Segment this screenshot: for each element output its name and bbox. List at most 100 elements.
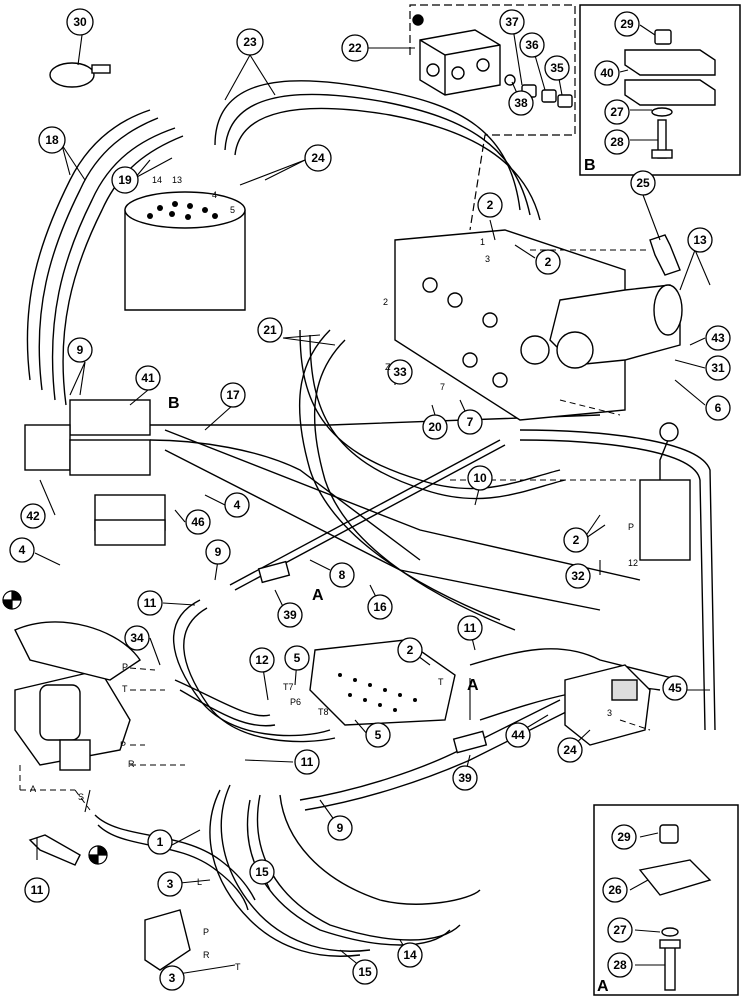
callout-1: 1: [147, 829, 173, 855]
svg-text:44: 44: [511, 728, 525, 742]
callout-13: 13: [687, 227, 713, 253]
svg-text:T: T: [235, 962, 241, 972]
reference-symbols: [2, 590, 108, 865]
svg-text:28: 28: [610, 135, 624, 149]
svg-text:T: T: [438, 677, 444, 687]
callout-11-d: 11: [24, 877, 50, 903]
svg-text:6: 6: [715, 401, 722, 415]
svg-text:12: 12: [628, 558, 638, 568]
svg-text:43: 43: [711, 331, 725, 345]
svg-text:P: P: [120, 740, 126, 750]
callout-29-a: 29: [611, 824, 637, 850]
callout-39-top: 39: [277, 602, 303, 628]
svg-text:1: 1: [480, 237, 485, 247]
svg-text:3: 3: [607, 708, 612, 718]
svg-text:Z: Z: [385, 362, 391, 372]
svg-text:5: 5: [375, 728, 382, 742]
svg-text:T: T: [122, 684, 128, 694]
svg-text:7: 7: [467, 415, 474, 429]
svg-text:16: 16: [373, 600, 387, 614]
svg-text:3: 3: [167, 877, 174, 891]
callout-45: 45: [662, 675, 688, 701]
callout-27-b: 27: [604, 99, 630, 125]
callout-8: 8: [329, 562, 355, 588]
ref-letter-b: B: [168, 395, 180, 412]
svg-text:2: 2: [545, 255, 552, 269]
svg-text:34: 34: [130, 631, 144, 645]
callout-35: 35: [544, 55, 570, 81]
callout-6: 6: [705, 395, 731, 421]
svg-text:4: 4: [19, 543, 26, 557]
svg-text:18: 18: [45, 133, 59, 147]
svg-text:5: 5: [294, 651, 301, 665]
ref-letter-a-mid: A: [312, 587, 324, 604]
svg-text:2: 2: [487, 198, 494, 212]
callout-15-low: 15: [352, 959, 378, 985]
svg-text:35: 35: [550, 61, 564, 75]
svg-text:9: 9: [215, 545, 222, 559]
svg-text:27: 27: [610, 105, 624, 119]
callout-4-left: 4: [9, 537, 35, 563]
callout-24-low: 24: [557, 737, 583, 763]
callout-10: 10: [467, 465, 493, 491]
svg-text:9: 9: [337, 821, 344, 835]
valve-block-dashed-frame: [409, 4, 576, 231]
callout-46: 46: [185, 509, 211, 535]
callout-29-b: 29: [614, 11, 640, 37]
svg-text:14: 14: [403, 948, 417, 962]
callout-37: 37: [499, 9, 525, 35]
svg-text:25: 25: [636, 176, 650, 190]
callout-15-top: 15: [249, 859, 275, 885]
svg-text:38: 38: [514, 96, 528, 110]
svg-text:27: 27: [613, 923, 627, 937]
svg-text:39: 39: [283, 608, 297, 622]
svg-text:P: P: [203, 927, 209, 937]
callout-21: 21: [257, 317, 283, 343]
svg-text:39: 39: [458, 771, 472, 785]
callout-7: 7: [457, 409, 483, 435]
svg-text:24: 24: [311, 151, 325, 165]
svg-text:32: 32: [571, 569, 585, 583]
svg-text:23: 23: [243, 35, 257, 49]
svg-text:T8: T8: [318, 707, 329, 717]
callout-11-a: 11: [137, 590, 163, 616]
svg-text:36: 36: [525, 38, 539, 52]
svg-text:31: 31: [711, 361, 725, 375]
svg-text:20: 20: [428, 420, 442, 434]
svg-text:13: 13: [172, 175, 182, 185]
svg-text:28: 28: [613, 958, 627, 972]
svg-text:L: L: [197, 877, 202, 887]
callout-28-b: 28: [604, 129, 630, 155]
callout-24-top: 24: [304, 144, 332, 172]
svg-text:24: 24: [563, 743, 577, 757]
svg-text:P6: P6: [290, 697, 301, 707]
callout-4-top: 4: [224, 492, 250, 518]
callout-9-low: 9: [327, 815, 353, 841]
callout-9-mid: 9: [205, 539, 231, 565]
callout-41: 41: [135, 365, 161, 391]
callout-22: 22: [341, 34, 369, 62]
callout-19: 19: [111, 166, 139, 194]
callout-2-top: 2: [477, 192, 503, 218]
svg-text:T7: T7: [283, 682, 294, 692]
svg-text:29: 29: [620, 17, 634, 31]
callout-2-mid: 2: [563, 527, 589, 553]
callout-31: 31: [705, 355, 731, 381]
svg-text:33: 33: [393, 365, 407, 379]
svg-text:15: 15: [255, 865, 269, 879]
svg-text:26: 26: [608, 883, 622, 897]
callout-2-right: 2: [535, 249, 561, 275]
svg-text:10: 10: [473, 471, 487, 485]
svg-text:45: 45: [668, 681, 682, 695]
callout-12: 12: [249, 647, 275, 673]
callout-34: 34: [124, 625, 150, 651]
callout-5-low: 5: [365, 722, 391, 748]
svg-text:17: 17: [226, 388, 240, 402]
svg-text:22: 22: [348, 41, 362, 55]
callout-11-b: 11: [457, 615, 483, 641]
svg-text:R: R: [128, 759, 135, 769]
callout-32: 32: [565, 563, 591, 589]
port-labels: 14 13 4 5 1 3 Z 2 7 P 12 P T P R S A P6 …: [30, 175, 638, 972]
callouts: 30 18 19 23 24 22 37 36 35 38 29 40 27 2…: [9, 8, 731, 991]
svg-text:4: 4: [212, 190, 217, 200]
